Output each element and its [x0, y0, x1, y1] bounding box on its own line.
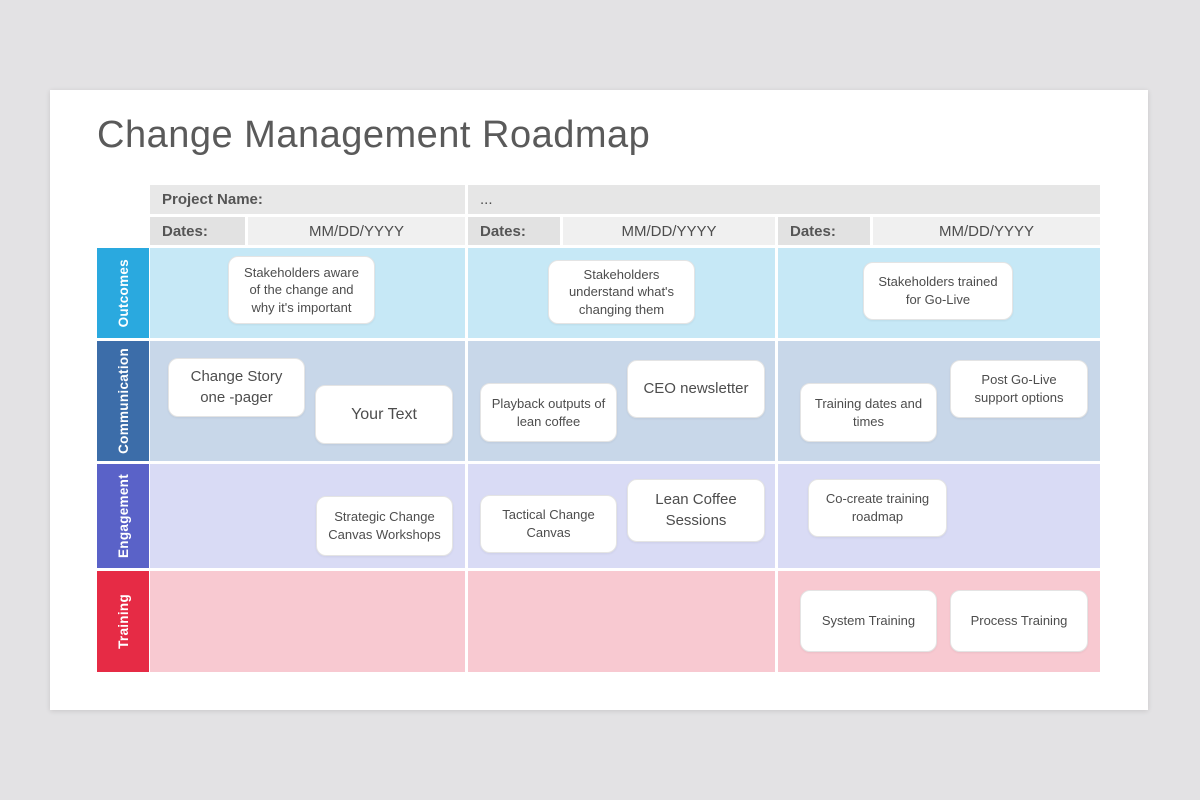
dates-value-col1[interactable]: MM/DD/YYYY	[248, 217, 465, 245]
row-label-communication: Communication	[97, 341, 149, 461]
row-label-communication-text: Communication	[115, 348, 131, 454]
dates-label-col3: Dates:	[778, 217, 870, 245]
row-label-engagement: Engagement	[97, 464, 149, 568]
row-label-outcomes: Outcomes	[97, 248, 149, 338]
band-training-col1	[150, 571, 465, 672]
project-name-value-cell[interactable]: ...	[468, 185, 1100, 214]
card-stakeholders-aware[interactable]: Stakeholders aware of the change and why…	[228, 256, 375, 324]
slide: Change Management Roadmap Project Name: …	[50, 90, 1148, 710]
dates-label-col2: Dates:	[468, 217, 560, 245]
project-name-label-cell: Project Name:	[150, 185, 465, 214]
card-playback-outputs[interactable]: Playback outputs of lean coffee	[480, 383, 617, 442]
row-label-training: Training	[97, 571, 149, 672]
row-label-outcomes-text: Outcomes	[115, 258, 131, 328]
card-stakeholders-understand[interactable]: Stakeholders understand what's changing …	[548, 260, 695, 324]
card-post-golive-support[interactable]: Post Go-Live support options	[950, 360, 1088, 418]
band-training-col2	[468, 571, 775, 672]
card-your-text[interactable]: Your Text	[315, 385, 453, 444]
card-system-training[interactable]: System Training	[800, 590, 937, 652]
card-strategic-canvas[interactable]: Strategic Change Canvas Workshops	[316, 496, 453, 556]
row-label-engagement-text: Engagement	[115, 473, 131, 558]
page-title: Change Management Roadmap	[97, 114, 651, 156]
card-lean-coffee[interactable]: Lean Coffee Sessions	[627, 479, 765, 542]
dates-label-col1: Dates:	[150, 217, 245, 245]
card-change-story[interactable]: Change Story one -pager	[168, 358, 305, 417]
card-training-dates[interactable]: Training dates and times	[800, 383, 937, 442]
row-label-training-text: Training	[115, 594, 131, 649]
card-stakeholders-trained[interactable]: Stakeholders trained for Go-Live	[863, 262, 1013, 320]
card-cocreate-roadmap[interactable]: Co-create training roadmap	[808, 479, 947, 537]
card-tactical-canvas[interactable]: Tactical Change Canvas	[480, 495, 617, 553]
dates-value-col3[interactable]: MM/DD/YYYY	[873, 217, 1100, 245]
card-process-training[interactable]: Process Training	[950, 590, 1088, 652]
dates-value-col2[interactable]: MM/DD/YYYY	[563, 217, 775, 245]
card-ceo-newsletter[interactable]: CEO newsletter	[627, 360, 765, 418]
